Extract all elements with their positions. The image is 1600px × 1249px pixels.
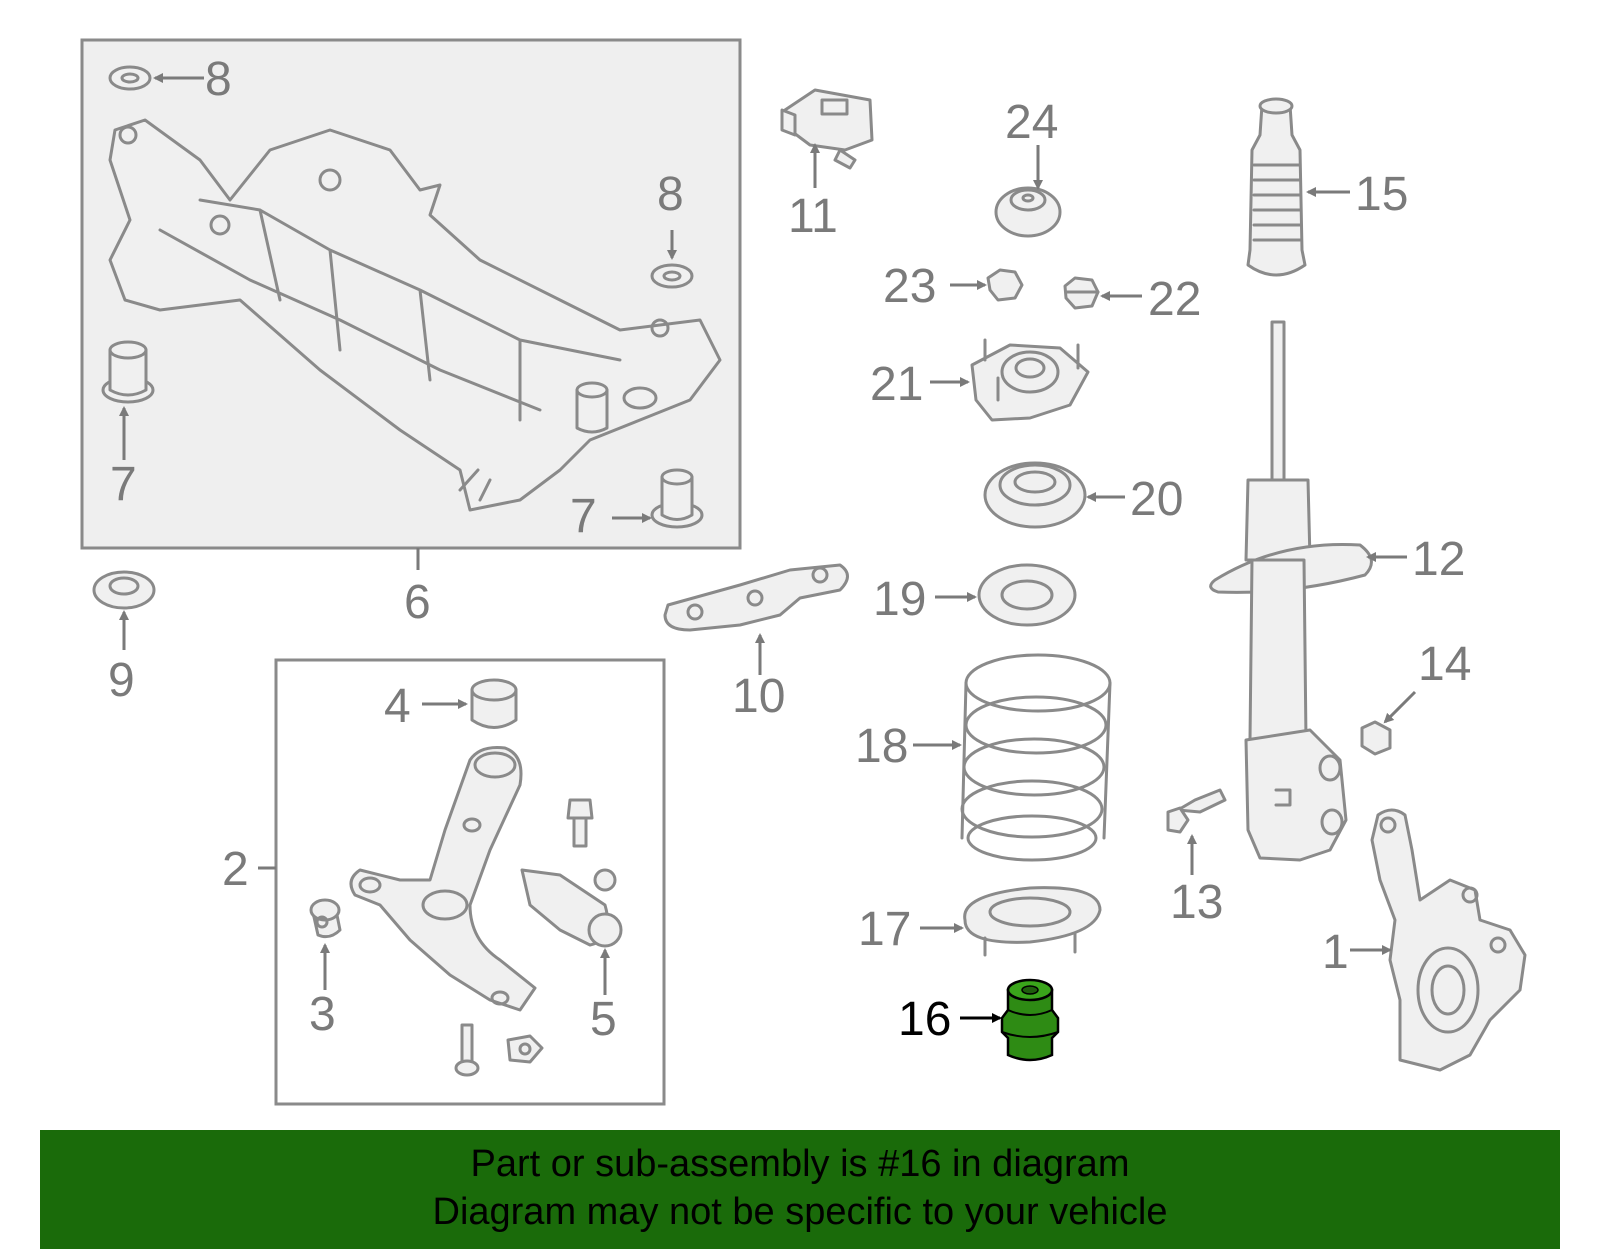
info-banner: Part or sub-assembly is #16 in diagram D… bbox=[40, 1130, 1560, 1249]
banner-line-2: Diagram may not be specific to your vehi… bbox=[432, 1191, 1168, 1233]
callout-8a: 8 bbox=[205, 53, 232, 106]
callout-17: 17 bbox=[858, 903, 911, 956]
part-22-nut[interactable] bbox=[1063, 276, 1100, 310]
control-arm-nut[interactable] bbox=[506, 1034, 544, 1064]
part-3-bushing[interactable] bbox=[309, 898, 342, 939]
part-17-lower-seat[interactable] bbox=[963, 886, 1102, 957]
part-8-washer-a[interactable] bbox=[108, 65, 152, 91]
part-24-mount[interactable] bbox=[994, 186, 1062, 238]
callout-8b: 8 bbox=[657, 168, 684, 221]
part-5-fastener[interactable] bbox=[566, 798, 594, 848]
callout-15: 15 bbox=[1355, 168, 1408, 221]
callout-6: 6 bbox=[404, 576, 431, 629]
part-18-coil-spring[interactable] bbox=[960, 653, 1112, 862]
part-8-washer-b[interactable] bbox=[650, 263, 694, 289]
callout-1: 1 bbox=[1322, 926, 1349, 979]
callout-22: 22 bbox=[1148, 273, 1201, 326]
part-20-spring-seat[interactable] bbox=[983, 461, 1087, 529]
callout-4: 4 bbox=[384, 680, 411, 733]
part-19-pad[interactable] bbox=[977, 563, 1077, 627]
part-13-bolt[interactable] bbox=[1166, 788, 1227, 834]
part-6-subframe[interactable] bbox=[108, 118, 722, 512]
callout-2: 2 bbox=[222, 843, 249, 896]
callout-3: 3 bbox=[309, 988, 336, 1041]
callout-16: 16 bbox=[898, 993, 951, 1046]
callout-7b: 7 bbox=[570, 490, 597, 543]
callout-21: 21 bbox=[870, 358, 923, 411]
part-2-control-arm[interactable] bbox=[349, 746, 537, 1012]
parts-diagram: 8 8 7 7 6 9 4 2 3 5 10 11 24 23 22 21 20… bbox=[80, 38, 1527, 1106]
part-5-ball-joint[interactable] bbox=[520, 868, 623, 948]
callout-9: 9 bbox=[108, 654, 135, 707]
callout-19: 19 bbox=[873, 573, 926, 626]
part-16-bump-stop[interactable] bbox=[1000, 978, 1060, 1062]
callout-20: 20 bbox=[1130, 473, 1183, 526]
callout-18: 18 bbox=[855, 720, 908, 773]
callout-10: 10 bbox=[732, 670, 785, 723]
part-10-plate[interactable] bbox=[663, 563, 849, 632]
part-23-nut[interactable] bbox=[986, 268, 1024, 302]
callout-23: 23 bbox=[883, 260, 936, 313]
callout-13: 13 bbox=[1170, 876, 1223, 929]
callout-11: 11 bbox=[788, 190, 838, 243]
part-15-dust-boot[interactable] bbox=[1246, 97, 1307, 277]
part-1-knuckle[interactable] bbox=[1370, 808, 1527, 1072]
part-7-bushing-b[interactable] bbox=[650, 468, 704, 529]
control-arm-bolt[interactable] bbox=[454, 1023, 480, 1077]
part-11-bracket[interactable] bbox=[780, 88, 874, 170]
part-14-nut[interactable] bbox=[1360, 720, 1392, 756]
callout-24: 24 bbox=[1005, 96, 1058, 149]
part-4-bushing[interactable] bbox=[470, 678, 518, 729]
callout-5: 5 bbox=[590, 993, 617, 1046]
callout-7a: 7 bbox=[110, 458, 137, 511]
callout-12: 12 bbox=[1412, 533, 1465, 586]
banner-line-1: Part or sub-assembly is #16 in diagram bbox=[470, 1143, 1130, 1185]
part-21-strut-mount[interactable] bbox=[970, 338, 1090, 422]
callout-14: 14 bbox=[1418, 638, 1471, 691]
part-9-washer[interactable] bbox=[92, 570, 156, 610]
part-7-bushing-a[interactable] bbox=[101, 340, 155, 404]
part-12-strut[interactable] bbox=[1209, 320, 1373, 862]
